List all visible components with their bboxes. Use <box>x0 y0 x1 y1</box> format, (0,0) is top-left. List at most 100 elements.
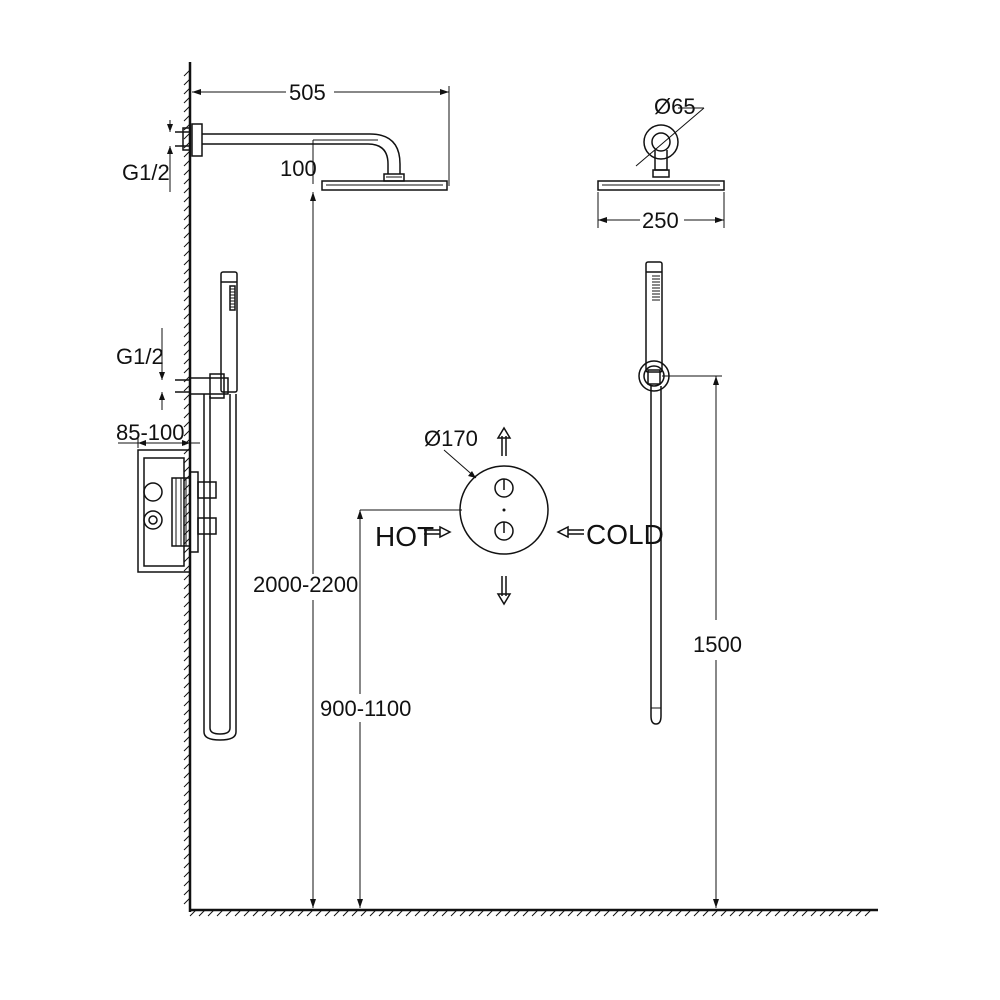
hatch-line <box>342 909 350 917</box>
hatch-line <box>684 909 692 917</box>
hatch-line <box>183 150 191 158</box>
hatch-line <box>183 843 191 851</box>
hatch-line <box>183 681 191 689</box>
top-inlet-dimension: G1/2 <box>122 120 173 192</box>
arm-length-dimension: 505 <box>192 80 450 186</box>
hatch-line <box>369 909 377 917</box>
head-width-label: 250 <box>642 208 679 233</box>
hatch-line <box>387 909 395 917</box>
hand-shower-spray-face <box>230 288 235 308</box>
hatch-line <box>261 909 269 917</box>
hatch-line <box>183 546 191 554</box>
hatch-line <box>183 690 191 698</box>
hatch-line <box>333 909 341 917</box>
hatch-line <box>711 909 719 917</box>
hatch-line <box>183 240 191 248</box>
hatch-line <box>819 909 827 917</box>
hatch-line <box>522 909 530 917</box>
hatch-line <box>720 909 728 917</box>
hatch-line <box>756 909 764 917</box>
hatch-line <box>441 909 449 917</box>
hatch-line <box>183 204 191 212</box>
hatch-line <box>183 402 191 410</box>
hatch-line <box>183 537 191 545</box>
hatch-line <box>459 909 467 917</box>
hatch-line <box>183 762 191 770</box>
holder-height-dimension: 1500 <box>662 375 742 908</box>
hatch-line <box>423 909 431 917</box>
hatch-line <box>183 420 191 428</box>
hatch-line <box>567 909 575 917</box>
shower-arm-side-view <box>175 123 448 191</box>
hatch-line <box>183 717 191 725</box>
hatch-line <box>183 105 191 113</box>
shower-head-front-view <box>597 124 725 191</box>
hatch-line <box>183 627 191 635</box>
hatch-line <box>183 888 191 896</box>
hatch-line <box>288 909 296 917</box>
hand-shower-side-view <box>175 271 238 741</box>
hatch-line <box>183 384 191 392</box>
hatch-line <box>183 168 191 176</box>
hatch-line <box>183 483 191 491</box>
hatch-line <box>183 141 191 149</box>
hatch-line <box>183 528 191 536</box>
bottom-inlet-dimension: G1/2 <box>116 328 165 410</box>
hatch-line <box>270 909 278 917</box>
hand-shower-front-view <box>638 261 670 725</box>
hatch-line <box>183 582 191 590</box>
hatch-line <box>675 909 683 917</box>
hatch-line <box>183 609 191 617</box>
hatch-line <box>405 909 413 917</box>
hatch-line <box>183 771 191 779</box>
hatch-line <box>183 312 191 320</box>
hatch-line <box>801 909 809 917</box>
hatch-line <box>183 339 191 347</box>
hot-label: HOT <box>375 521 434 552</box>
hatch-line <box>585 909 593 917</box>
hatch-line <box>183 411 191 419</box>
floor-hatching <box>189 909 872 917</box>
hatch-line <box>279 909 287 917</box>
hatch-line <box>183 195 191 203</box>
arm-drop-label: 100 <box>280 156 317 181</box>
valve-depth-dimension: 85-100 <box>116 420 200 448</box>
hatch-line <box>729 909 737 917</box>
arm-length-label: 505 <box>289 80 326 105</box>
hatch-line <box>183 555 191 563</box>
hatch-line <box>603 909 611 917</box>
hatch-line <box>549 909 557 917</box>
hatch-line <box>738 909 746 917</box>
hatch-line <box>183 114 191 122</box>
hatch-line <box>765 909 773 917</box>
hatch-line <box>864 909 872 917</box>
hatch-line <box>324 909 332 917</box>
top-inlet-label: G1/2 <box>122 160 170 185</box>
cold-label: COLD <box>586 519 664 550</box>
hatch-line <box>183 330 191 338</box>
hatch-line <box>243 909 251 917</box>
cold-inlet-arrow-icon <box>556 525 584 539</box>
hatch-line <box>183 276 191 284</box>
hatch-line <box>504 909 512 917</box>
hatch-line <box>183 861 191 869</box>
hatch-line <box>183 636 191 644</box>
holder-height-label: 1500 <box>693 632 742 657</box>
hatch-line <box>360 909 368 917</box>
hatch-line <box>774 909 782 917</box>
hatch-line <box>183 672 191 680</box>
hatch-line <box>183 663 191 671</box>
hatch-line <box>495 909 503 917</box>
hatch-line <box>576 909 584 917</box>
hatch-line <box>621 909 629 917</box>
valve-height-label: 900-1100 <box>320 696 411 721</box>
hatch-line <box>183 177 191 185</box>
hatch-line <box>207 909 215 917</box>
hatch-line <box>183 654 191 662</box>
hatch-line <box>183 213 191 221</box>
valve-trim-plate-front <box>459 465 549 555</box>
hatch-line <box>189 909 197 917</box>
hatch-line <box>183 816 191 824</box>
hatch-line <box>183 564 191 572</box>
